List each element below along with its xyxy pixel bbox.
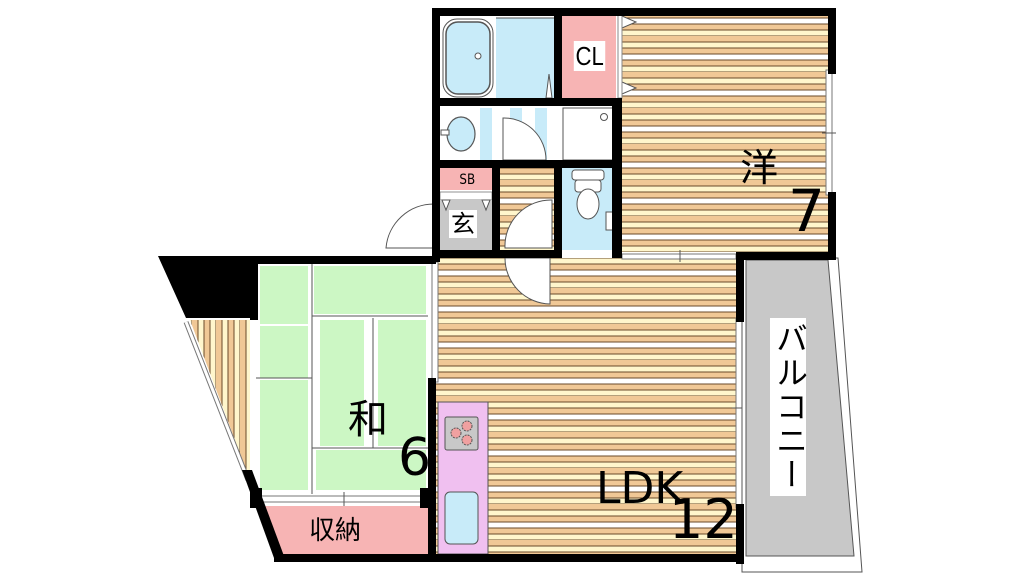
side-deck	[190, 320, 250, 480]
western-room-label: 洋	[740, 146, 779, 190]
ldk-label: LDK	[596, 463, 684, 514]
western-room	[617, 12, 836, 252]
balcony-label: バルコニー	[770, 318, 809, 496]
entrance-label: 玄	[449, 210, 477, 238]
western-room-size: 7	[788, 177, 825, 245]
closet-label: CL	[573, 41, 606, 71]
japanese-room-label: 和	[348, 397, 388, 443]
storage-label: 収納	[309, 516, 362, 546]
walls	[158, 8, 836, 564]
ldk-size: 12	[669, 488, 738, 551]
washroom	[440, 106, 616, 162]
bathroom	[440, 14, 558, 100]
toilet	[560, 168, 616, 250]
japanese-room	[256, 262, 430, 506]
japanese-room-size: 6	[398, 428, 432, 488]
storage	[262, 506, 430, 556]
shoe-box	[440, 168, 492, 190]
ldk-room	[431, 250, 746, 555]
shoe-box-label: SB	[459, 172, 476, 188]
sink	[444, 491, 479, 545]
stove	[444, 416, 479, 451]
